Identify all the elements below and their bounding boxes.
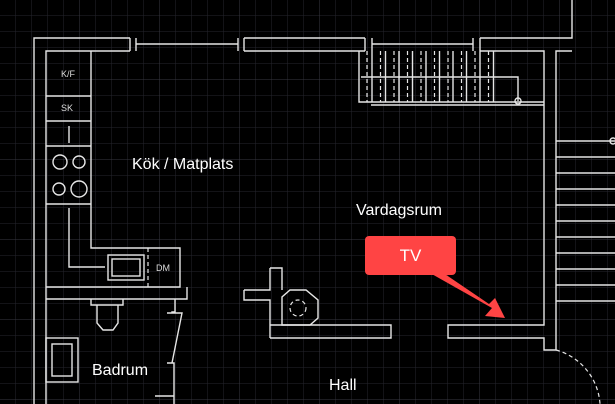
door-swing-arc — [555, 349, 601, 404]
label-cabinet: SK — [61, 103, 74, 113]
bathroom-fixtures — [45, 299, 183, 404]
fireplace — [243, 267, 319, 338]
tv-callout[interactable]: TV — [365, 236, 456, 275]
arrow-icon — [430, 268, 505, 318]
label-fridge-freezer: K/F — [61, 69, 76, 79]
room-label-kitchen: Kök / Matplats — [132, 156, 234, 173]
room-label-living: Vardagsrum — [356, 202, 442, 219]
label-dishwasher: DM — [156, 263, 170, 273]
staircase-top — [358, 51, 544, 106]
staircase-right — [556, 137, 615, 302]
room-label-hall: Hall — [329, 377, 357, 394]
room-label-bathroom: Badrum — [92, 362, 149, 379]
kitchen-counter — [46, 51, 188, 313]
